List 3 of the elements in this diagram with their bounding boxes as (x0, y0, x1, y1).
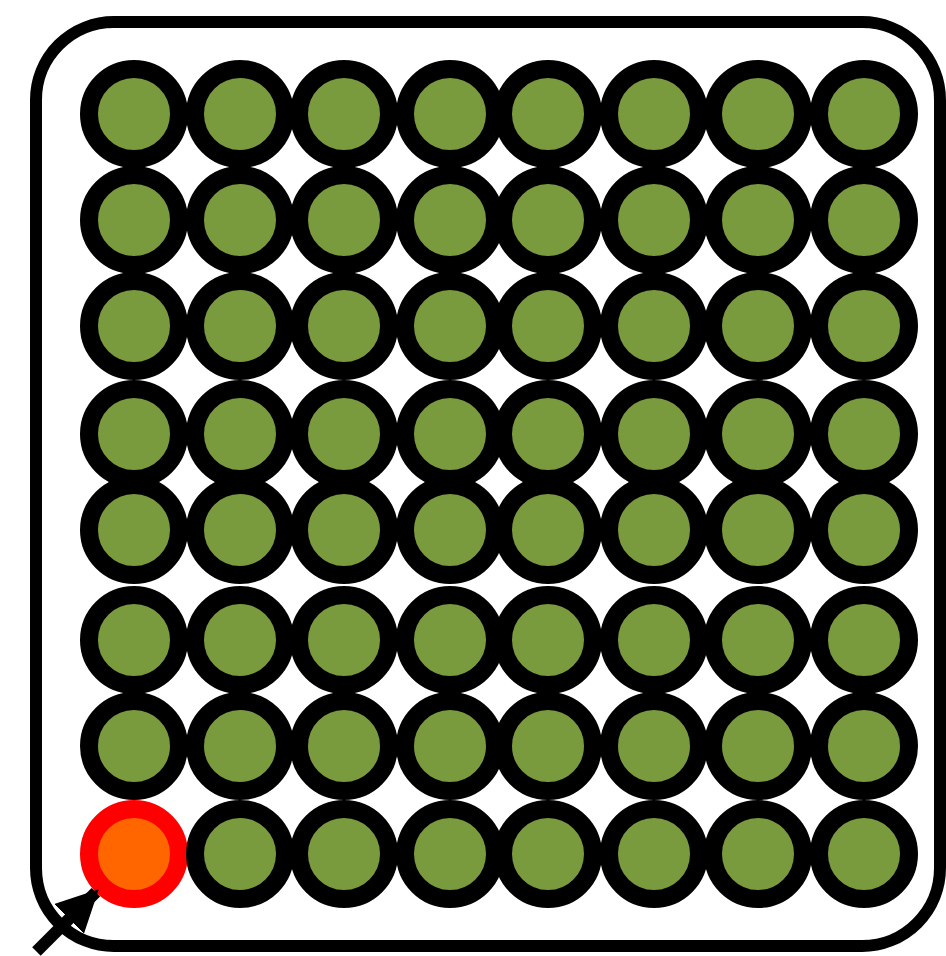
arrow (32, 887, 101, 956)
highlighted-dot (80, 800, 188, 908)
rounded-frame (30, 16, 946, 952)
